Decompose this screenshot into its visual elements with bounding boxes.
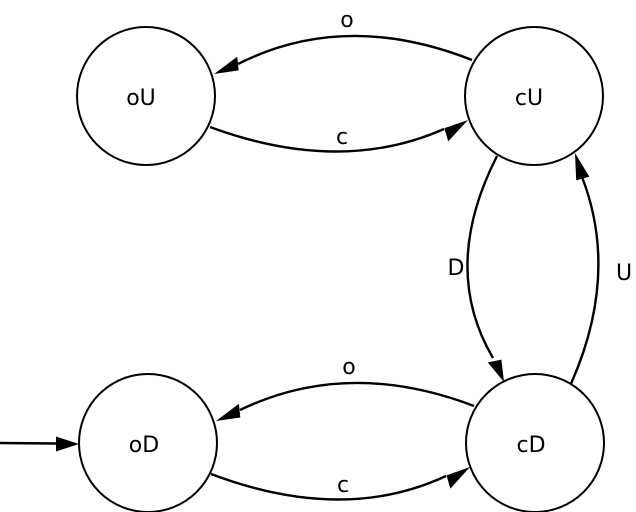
state-od: oD <box>78 373 218 512</box>
state-ou: oU <box>76 26 216 166</box>
transition-cd-to-cu: U <box>568 153 632 387</box>
transition-cu-to-cd-label: D <box>448 256 465 281</box>
transition-od-to-cd-arrowhead <box>446 467 470 489</box>
transition-ou-to-cu: c <box>209 120 468 153</box>
transition-od-to-cd-label: c <box>337 473 349 498</box>
initial-state-arrowhead <box>56 436 79 452</box>
state-cd: cD <box>465 373 605 512</box>
transition-cu-to-cd-line <box>466 155 499 359</box>
state-od-circle <box>78 373 218 512</box>
transition-cd-to-cu-line <box>568 176 600 387</box>
transition-cu-to-ou-label: o <box>340 8 353 33</box>
transition-cu-to-ou: o <box>214 8 473 74</box>
transition-cd-to-cu-label: U <box>616 261 632 286</box>
state-ou-label: oU <box>126 86 156 111</box>
state-cu: cU <box>464 26 604 166</box>
transition-od-to-cd-line <box>210 472 447 501</box>
transition-cd-to-od-label: o <box>342 355 355 380</box>
state-cu-circle <box>464 26 604 166</box>
transition-cd-to-od-line <box>239 381 475 412</box>
transition-cd-to-od: o <box>216 355 475 421</box>
state-cd-circle <box>465 373 605 512</box>
transition-cu-to-ou-arrowhead <box>214 56 239 74</box>
initial-state-arrow-line <box>0 441 57 445</box>
transition-cu-to-cd-arrowhead <box>487 359 504 382</box>
state-cu-label: cU <box>515 86 543 111</box>
initial-state-arrow <box>0 436 79 452</box>
transition-ou-to-cu-line <box>209 125 445 153</box>
transition-ou-to-cu-arrowhead <box>444 120 468 142</box>
state-od-label: oD <box>129 433 159 458</box>
state-ou-circle <box>76 26 216 166</box>
transition-ou-to-cu-label: c <box>336 125 348 150</box>
state-cd-label: cD <box>516 433 545 458</box>
transition-cu-to-ou-line <box>237 34 473 66</box>
transition-od-to-cd: c <box>210 467 470 501</box>
transition-cd-to-od-arrowhead <box>216 403 241 421</box>
transition-cu-to-cd: D <box>448 155 504 382</box>
transition-cd-to-cu-arrowhead <box>575 153 590 181</box>
